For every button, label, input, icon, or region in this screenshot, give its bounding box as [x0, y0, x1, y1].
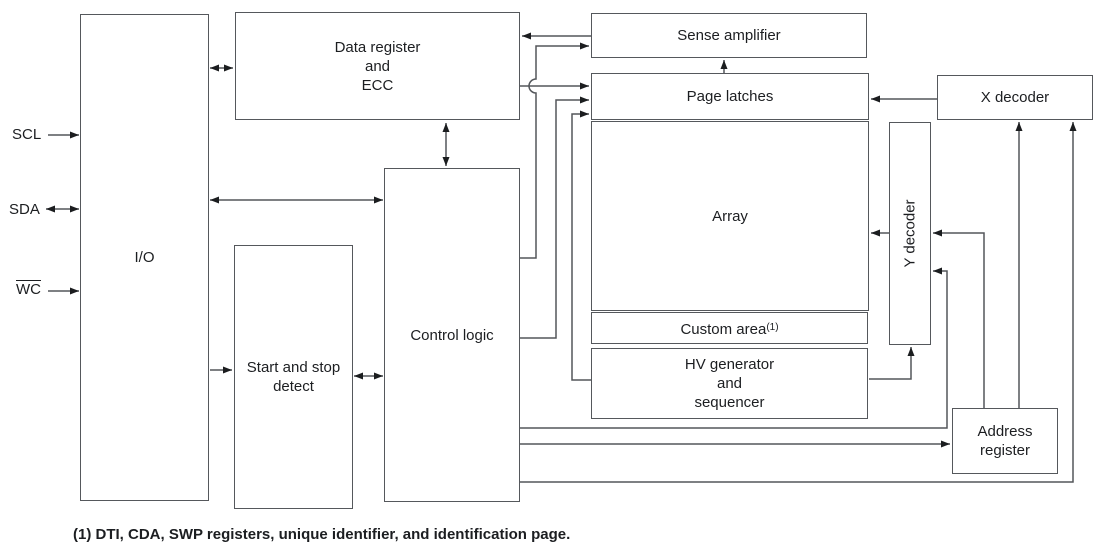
- block-control-logic: Control logic: [384, 168, 520, 502]
- signal-label-scl: SCL: [12, 126, 42, 143]
- block-start-stop-detect-label: Start and stop detect: [246, 359, 341, 395]
- signal-label-sda: SDA: [9, 201, 40, 218]
- block-y-decoder-label: Y decoder: [901, 199, 919, 268]
- block-array: Array: [591, 121, 869, 311]
- block-x-decoder: X decoder: [937, 75, 1093, 120]
- conn-controllogic-to-senseamp: [519, 42, 589, 259]
- block-custom-area: Custom area(1): [591, 312, 868, 344]
- block-address-register-label: Address register: [977, 423, 1033, 459]
- block-data-register-ecc-label: Data register and ECC: [334, 38, 421, 94]
- block-address-register: Address register: [952, 408, 1058, 474]
- block-sense-amplifier: Sense amplifier: [591, 13, 867, 58]
- block-data-register-ecc: Data register and ECC: [235, 12, 520, 120]
- block-io: I/O: [80, 14, 209, 501]
- conn-addressregister-to-ydecoder: [933, 229, 985, 408]
- block-page-latches: Page latches: [591, 73, 869, 120]
- conn-controllogic-to-pagelatches: [519, 96, 589, 339]
- block-y-decoder: Y decoder: [889, 122, 931, 345]
- signal-label-wc: WC: [16, 281, 41, 298]
- footnote: (1) DTI, CDA, SWP registers, unique iden…: [73, 526, 571, 543]
- block-page-latches-label: Page latches: [686, 88, 774, 105]
- block-start-stop-detect: Start and stop detect: [234, 245, 353, 509]
- block-sense-amplifier-label: Sense amplifier: [677, 27, 781, 44]
- conn-hvgenerator-to-pagelatches: [571, 110, 591, 381]
- block-io-label: I/O: [134, 249, 155, 266]
- block-custom-area-label: Custom area(1): [680, 320, 779, 338]
- block-control-logic-label: Control logic: [410, 326, 494, 344]
- block-hv-generator-sequencer: HV generator and sequencer: [591, 348, 868, 419]
- custom-area-footnote-ref: (1): [766, 321, 779, 333]
- block-array-label: Array: [712, 207, 748, 225]
- block-x-decoder-label: X decoder: [980, 89, 1050, 106]
- conn-hvgenerator-to-ydecoder: [869, 347, 915, 380]
- block-hv-generator-sequencer-label: HV generator and sequencer: [684, 356, 775, 411]
